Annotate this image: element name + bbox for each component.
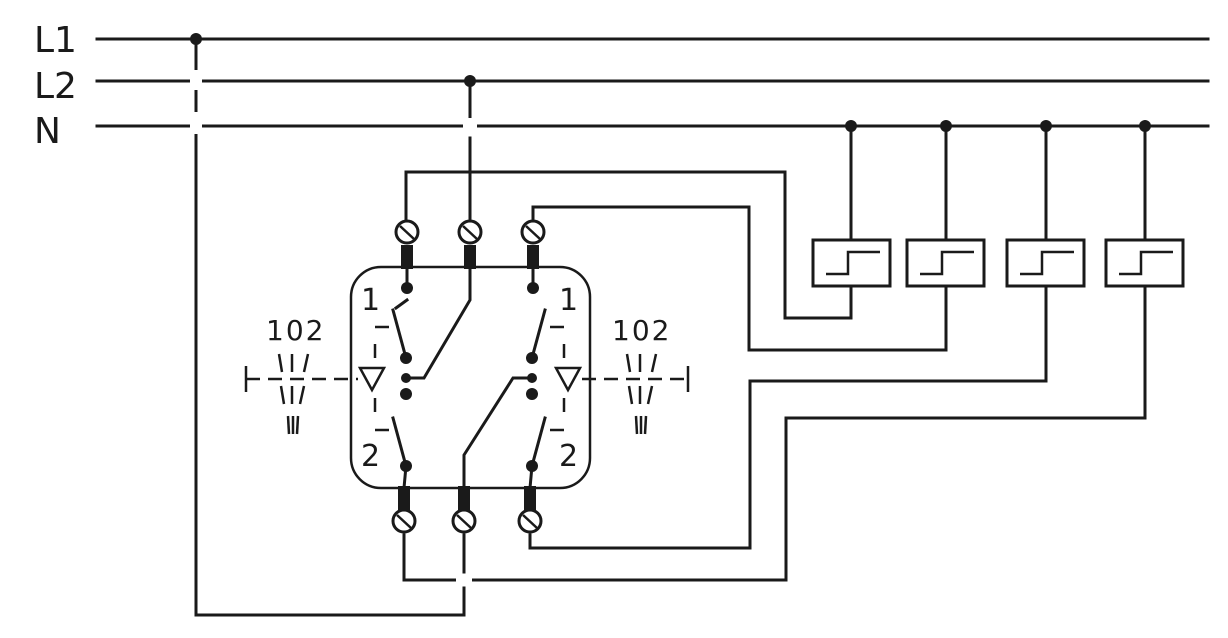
- relay-3: [1005, 238, 1086, 288]
- contact-dot: [527, 282, 539, 294]
- terminal-bar: [458, 486, 470, 510]
- line-label-l1: L1: [34, 20, 77, 61]
- left-position-1: 1: [361, 283, 380, 318]
- contact-dot: [400, 388, 412, 400]
- relay-4: [1104, 238, 1185, 288]
- wire-relay-2-out: [531, 205, 948, 352]
- step-relay-icon: [920, 250, 974, 276]
- line-label-l2: L2: [34, 66, 77, 107]
- left-switch-blade-2: [391, 416, 408, 468]
- terminal-bar: [398, 486, 410, 510]
- step-relay-icon: [1020, 250, 1074, 276]
- left-common-feed: [404, 267, 472, 380]
- step-relay-icon: [1119, 250, 1173, 276]
- screw-terminal-icon: [520, 219, 546, 245]
- wire-gap: [190, 70, 202, 90]
- left-contact-top-blade: [393, 297, 410, 311]
- right-position-2: 2: [559, 439, 578, 474]
- left-switch-blade-1: [391, 308, 408, 360]
- terminal-bar: [464, 245, 476, 269]
- relay-2: [905, 238, 986, 288]
- wire-relay-3-out: [528, 284, 1048, 550]
- contact-dot: [401, 282, 413, 294]
- left-selector-label: 102: [266, 314, 325, 347]
- screw-terminal-icon: [457, 219, 483, 245]
- terminal-bar: [527, 245, 539, 269]
- contact-dot: [526, 352, 538, 364]
- screw-terminal-icon: [391, 508, 417, 534]
- contact-dot: [526, 388, 538, 400]
- left-position-2: 2: [361, 439, 380, 474]
- screw-terminal-icon: [517, 508, 543, 534]
- wire-gap: [456, 572, 472, 588]
- left-contact-bottom-lead: [402, 464, 408, 490]
- relay-1: [811, 238, 892, 288]
- right-switch-blade-2: [530, 416, 547, 468]
- wire-gap: [190, 112, 202, 134]
- contact-dot: [400, 352, 412, 364]
- screw-terminal-icon: [394, 219, 420, 245]
- right-selector-icon: [625, 353, 658, 435]
- right-common-feed: [462, 376, 534, 490]
- right-position-1: 1: [559, 283, 578, 318]
- triangle-actuator-icon: [553, 366, 583, 393]
- line-label-n: N: [34, 111, 61, 152]
- wire-relay-1-out: [404, 170, 853, 320]
- screw-terminal-icon: [451, 508, 477, 534]
- right-selector-label: 102: [612, 314, 671, 347]
- step-relay-icon: [826, 250, 880, 276]
- left-selector-icon: [277, 353, 310, 435]
- right-contact-bottom-lead: [528, 464, 534, 490]
- wire-relay-4-out: [402, 284, 1147, 582]
- terminal-bar: [401, 245, 413, 269]
- right-switch-blade-1: [530, 308, 547, 360]
- triangle-actuator-icon: [357, 366, 387, 393]
- wire-gap: [463, 118, 477, 138]
- terminal-bar: [524, 486, 536, 510]
